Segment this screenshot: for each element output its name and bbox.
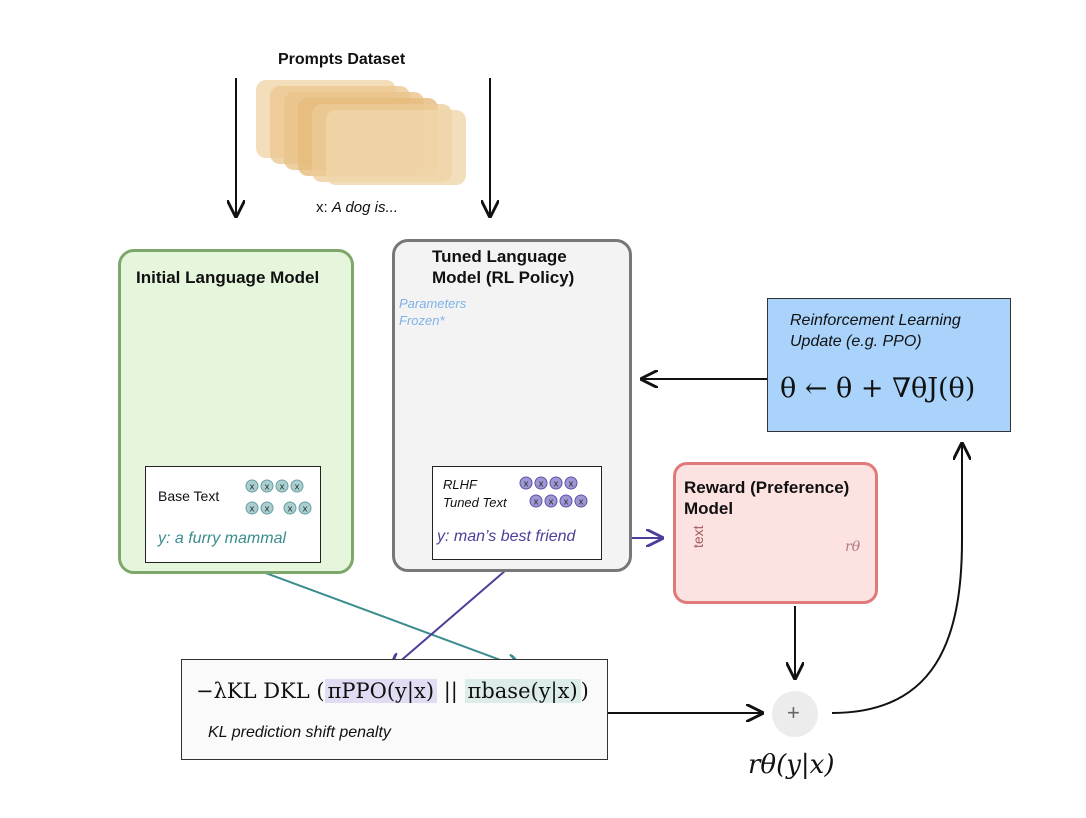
svg-text:x: x bbox=[548, 498, 554, 508]
rl-update-label-2: Update (e.g. PPO) bbox=[790, 333, 922, 350]
svg-text:x: x bbox=[538, 480, 544, 490]
svg-text:x: x bbox=[264, 483, 270, 493]
dataset-title: Prompts Dataset bbox=[278, 51, 406, 68]
sum-output-label: rθ(y|x) bbox=[748, 750, 835, 780]
kl-formula: −λKL DKL (πPPO(y|x) || πbase(y|x)) bbox=[196, 679, 589, 703]
kl-separator: || bbox=[437, 679, 465, 703]
svg-text:x: x bbox=[533, 498, 539, 508]
reward-model-box bbox=[673, 462, 878, 604]
base-output-y: y: a furry mammal bbox=[158, 530, 287, 547]
tuned-output-y: y: man’s best friend bbox=[437, 528, 576, 545]
rl-update-box bbox=[767, 298, 1011, 432]
policy-output-to-kl-arrow bbox=[390, 557, 521, 670]
prompt-text: A dog is... bbox=[331, 199, 398, 216]
tuned-model-title-1: Tuned Language bbox=[432, 247, 567, 266]
svg-text:x: x bbox=[264, 505, 270, 515]
svg-text:x: x bbox=[294, 483, 300, 493]
reward-output-symbol: rθ bbox=[845, 539, 861, 555]
svg-text:x: x bbox=[302, 505, 308, 515]
svg-text:x: x bbox=[578, 498, 584, 508]
prompt-prefix: x: bbox=[316, 199, 332, 216]
tuned-model-title-2: Model (RL Policy) bbox=[432, 268, 575, 287]
kl-formula-suffix: ) bbox=[580, 679, 589, 703]
rl-update-label-1: Reinforcement Learning bbox=[790, 312, 961, 329]
svg-text:x: x bbox=[287, 505, 293, 515]
svg-text:x: x bbox=[249, 505, 255, 515]
svg-text:x: x bbox=[563, 498, 569, 508]
svg-text:x: x bbox=[279, 483, 285, 493]
prompt-example: x: A dog is... bbox=[316, 199, 398, 216]
base-output-box bbox=[145, 466, 321, 563]
tuned-label-1: RLHF bbox=[443, 477, 477, 492]
pi-ppo-term: πPPO(y|x) bbox=[324, 679, 438, 703]
tuned-label-2: Tuned Text bbox=[443, 495, 507, 510]
frozen-label-2: Frozen* bbox=[399, 313, 445, 328]
svg-text:x: x bbox=[523, 480, 529, 490]
frozen-label-1: Parameters bbox=[399, 296, 467, 311]
kl-penalty-box bbox=[181, 659, 608, 760]
svg-text:x: x bbox=[249, 483, 255, 493]
reward-title-2: Model bbox=[684, 499, 734, 518]
kl-caption: KL prediction shift penalty bbox=[208, 724, 391, 741]
sum-symbol: + bbox=[787, 700, 800, 725]
sum-to-rl-update-arrow bbox=[831, 444, 962, 714]
base-output-to-kl-arrow bbox=[235, 561, 522, 668]
pi-base-term: πbase(y|x) bbox=[464, 679, 581, 703]
rl-update-equation: θ ← θ + ∇θJ(θ) bbox=[780, 373, 976, 404]
svg-text:x: x bbox=[553, 480, 559, 490]
initial-model-title: Initial Language Model bbox=[136, 268, 320, 287]
svg-text:x: x bbox=[568, 480, 574, 490]
base-text-label: Base Text bbox=[158, 488, 220, 504]
reward-title-1: Reward (Preference) bbox=[684, 478, 850, 497]
dataset-stack-icon bbox=[256, 80, 466, 185]
kl-formula-prefix: −λKL DKL ( bbox=[196, 679, 325, 703]
reward-input-label: text bbox=[690, 525, 706, 548]
sum-node bbox=[772, 691, 818, 737]
